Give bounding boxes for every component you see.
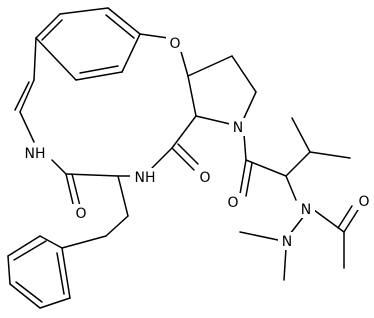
bond bbox=[289, 215, 305, 235]
bond bbox=[313, 209, 345, 233]
bond bbox=[61, 235, 107, 249]
bond bbox=[343, 209, 359, 233]
atom-label-nh: NH bbox=[25, 146, 46, 162]
bond bbox=[59, 7, 109, 15]
bond bbox=[79, 65, 119, 74]
bond bbox=[151, 147, 173, 169]
bond bbox=[187, 75, 197, 117]
bond bbox=[121, 33, 141, 73]
bond bbox=[107, 7, 141, 35]
bond bbox=[285, 151, 311, 177]
atom-label-n: N bbox=[282, 234, 292, 250]
bond bbox=[35, 13, 61, 39]
bond bbox=[9, 283, 41, 309]
bond bbox=[171, 115, 197, 149]
atom-label-o: O bbox=[358, 194, 369, 210]
bond bbox=[51, 159, 67, 175]
atom-labels: O N NH NH O O O N N O bbox=[20, 34, 373, 250]
atom-label-n: N bbox=[301, 202, 311, 218]
bond bbox=[7, 255, 11, 285]
bond bbox=[13, 240, 47, 261]
bond bbox=[7, 235, 41, 257]
atom-label-o: O bbox=[199, 170, 210, 186]
bond bbox=[245, 162, 253, 197]
bond bbox=[19, 79, 35, 113]
bond bbox=[105, 14, 135, 39]
bond bbox=[283, 247, 287, 281]
bond bbox=[291, 117, 311, 153]
bond bbox=[41, 19, 63, 41]
bond bbox=[61, 247, 71, 299]
bond bbox=[239, 159, 247, 195]
bond bbox=[337, 205, 353, 229]
bond bbox=[171, 147, 195, 171]
atom-label-o: O bbox=[169, 36, 180, 52]
bond bbox=[65, 173, 119, 177]
bond bbox=[19, 111, 35, 143]
atom-label-nh: NH bbox=[135, 170, 156, 186]
bond bbox=[177, 143, 199, 165]
bond bbox=[231, 55, 257, 93]
bond bbox=[243, 133, 247, 161]
bond bbox=[75, 71, 123, 81]
bond bbox=[309, 151, 351, 159]
bond bbox=[239, 231, 279, 241]
bond bbox=[187, 55, 233, 77]
bond bbox=[35, 37, 77, 81]
atom-label-o: O bbox=[75, 206, 86, 222]
bond bbox=[195, 115, 231, 125]
bond bbox=[33, 37, 37, 81]
bond bbox=[139, 33, 169, 39]
bond bbox=[285, 175, 297, 201]
bond bbox=[14, 81, 30, 111]
bond bbox=[179, 47, 189, 77]
bond bbox=[105, 215, 129, 237]
bond bbox=[117, 175, 129, 217]
bond bbox=[15, 281, 43, 303]
bond bbox=[56, 252, 65, 295]
atom-label-n: N bbox=[233, 120, 243, 136]
bond bbox=[71, 173, 81, 207]
bond bbox=[65, 173, 75, 209]
bond bbox=[39, 297, 71, 309]
bond bbox=[39, 235, 63, 249]
atom-label-o: O bbox=[227, 195, 238, 211]
bonds bbox=[7, 7, 359, 309]
bond bbox=[243, 91, 257, 119]
